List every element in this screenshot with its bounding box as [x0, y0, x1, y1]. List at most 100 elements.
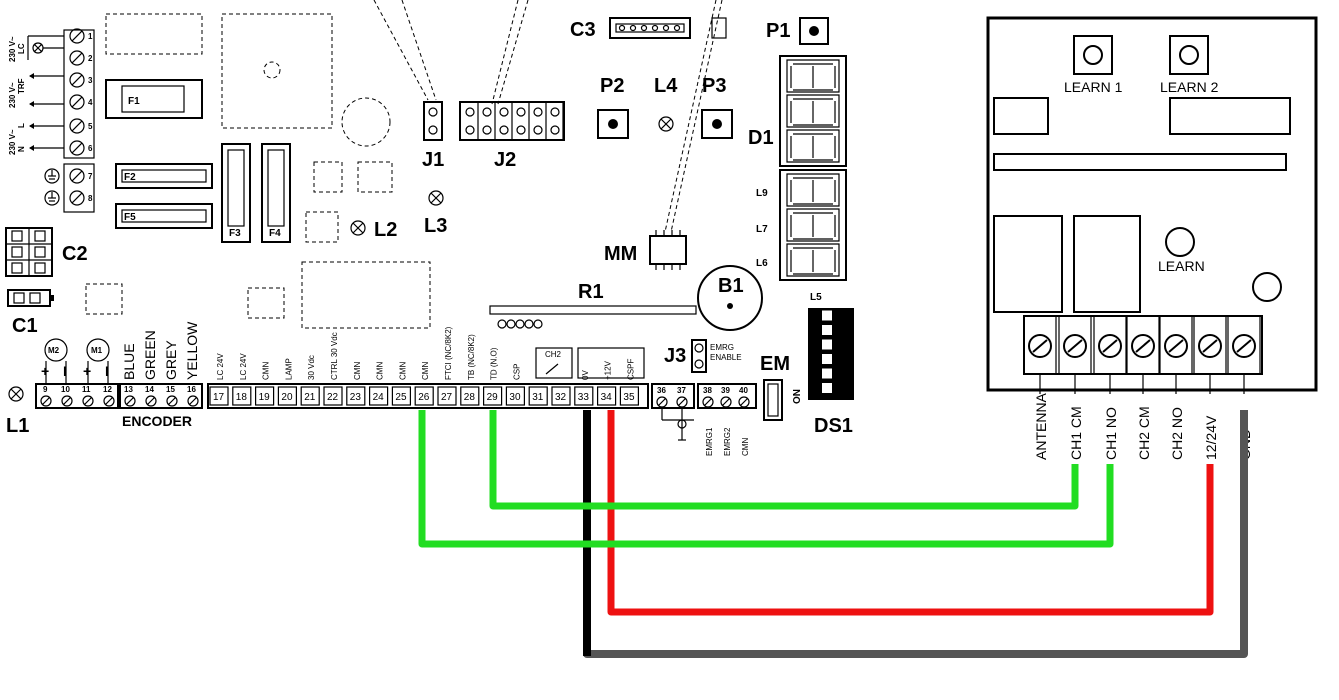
- jumper-j3: J3 EMRG ENABLE: [664, 339, 742, 373]
- screw-terminal: [676, 396, 688, 408]
- terminal-number: 32: [555, 392, 567, 403]
- wiring: [418, 410, 1248, 658]
- terminal-label: +12V: [604, 360, 613, 380]
- terminal-number: 26: [418, 392, 430, 403]
- svg-text:M2: M2: [48, 346, 60, 355]
- svg-text:L3: L3: [424, 215, 447, 237]
- screw-terminal: [145, 395, 157, 407]
- receiver-terminal-label: 12/24V: [1203, 415, 1219, 460]
- terminal-number: 39: [721, 386, 730, 395]
- dashed-leader-lines: [373, 0, 723, 233]
- radio-receiver: LEARN 1 LEARN 2 LEARN: [986, 16, 1318, 392]
- led-l3: L3: [424, 190, 447, 237]
- svg-text:230 V~: 230 V~: [8, 82, 17, 108]
- screw-terminal: [720, 396, 732, 408]
- fuse-f5: F5: [115, 203, 213, 229]
- terminal-number: 37: [677, 386, 686, 395]
- dip-number: 2: [840, 370, 846, 381]
- buzzer-b1: B1: [697, 265, 763, 331]
- terminal-number: 29: [487, 392, 499, 403]
- receiver-terminal-label: CH2 CM: [1136, 406, 1152, 460]
- svg-text:I: I: [105, 363, 109, 379]
- screw-terminal: [69, 190, 85, 206]
- screw-terminal: [738, 396, 750, 408]
- terminal-label: LC 24V: [239, 353, 248, 380]
- led-l4: L4: [654, 75, 678, 132]
- memory-module-mm: MM: [604, 230, 687, 270]
- receiver-terminal-label: CH2 NO: [1169, 407, 1185, 460]
- terminal-cell: [483, 386, 503, 406]
- svg-text:L9: L9: [756, 188, 768, 199]
- connector-c2: C2: [5, 227, 88, 277]
- terminal-cell: [232, 386, 252, 406]
- svg-text:R1: R1: [578, 281, 604, 303]
- terminal-label: TB (NC/8K2): [467, 334, 476, 380]
- button-p1: P1: [766, 17, 829, 45]
- svg-text:J1: J1: [422, 149, 444, 171]
- svg-text:D1: D1: [748, 127, 774, 149]
- svg-text:+: +: [41, 363, 49, 379]
- receiver-terminal-label: CH1 CM: [1068, 406, 1084, 460]
- screw-terminal: [82, 395, 94, 407]
- display-d1: D1: [748, 55, 847, 167]
- terminal-number: 22: [327, 392, 339, 403]
- terminal-cell: [391, 386, 411, 406]
- svg-text:M1: M1: [91, 346, 103, 355]
- encoder-wire-label: BLUE: [121, 343, 137, 380]
- relay-strip-r1: R1: [489, 281, 697, 329]
- terminal-label: CMN: [741, 438, 750, 456]
- svg-text:P3: P3: [702, 75, 726, 97]
- svg-text:DS1: DS1: [814, 415, 853, 437]
- terminal-cell: [574, 386, 594, 406]
- supply-labels: 230 V~ LC 230 V~ TRF 230 V~ L N: [8, 35, 64, 206]
- terminal-label: CSPF: [626, 359, 635, 380]
- screw-terminal: [69, 94, 85, 110]
- screw-terminal: [124, 395, 136, 407]
- dip-number: 4: [840, 341, 846, 352]
- terminal-number: 1: [88, 32, 93, 41]
- terminal-cell: [323, 386, 343, 406]
- terminal-label: CMN: [262, 362, 271, 380]
- svg-text:ENABLE: ENABLE: [710, 353, 742, 362]
- terminal-label: 0V: [581, 370, 590, 380]
- svg-text:J3: J3: [664, 345, 686, 367]
- terminal-number: 15: [166, 385, 175, 394]
- screw-terminal: [166, 395, 178, 407]
- screw-terminal: [103, 395, 115, 407]
- led-l2: L2: [350, 219, 397, 241]
- svg-text:230 V~: 230 V~: [8, 36, 17, 62]
- terminal-number: 14: [145, 385, 154, 394]
- svg-text:F1: F1: [128, 96, 140, 107]
- terminal-label: LAMP: [284, 358, 293, 380]
- svg-text:L: L: [17, 123, 26, 128]
- screw-terminal: [69, 168, 85, 184]
- motor-m1: M1 + I: [83, 338, 110, 384]
- dip-number: 6: [840, 312, 846, 323]
- jumper-j2: J2: [459, 101, 565, 171]
- svg-text:J2: J2: [494, 149, 516, 171]
- svg-text:ENCODER: ENCODER: [122, 413, 192, 429]
- terminal-number: 17: [213, 392, 225, 403]
- screw-terminal: [656, 396, 668, 408]
- terminal-number: 8: [88, 194, 93, 203]
- svg-text:F3: F3: [229, 228, 241, 239]
- terminal-label: EMRG2: [723, 427, 732, 456]
- terminal-cell: [277, 386, 297, 406]
- screw-terminal: [187, 395, 199, 407]
- svg-text:MM: MM: [604, 243, 637, 265]
- terminal-label: CTRL 30 Vdc: [330, 332, 339, 380]
- terminal-label: CMN: [421, 362, 430, 380]
- receiver-screw-terminal: [1028, 334, 1052, 358]
- terminal-cell: [551, 386, 571, 406]
- encoder-wire-label: GREEN: [142, 330, 158, 380]
- fuse-f3: F3: [221, 143, 251, 243]
- dip-number: 5: [840, 326, 846, 337]
- svg-text:F2: F2: [124, 172, 136, 183]
- terminal-cell: [369, 386, 389, 406]
- terminal-cell: [596, 386, 617, 406]
- terminal-number: 10: [61, 385, 70, 394]
- svg-text:ON: ON: [792, 389, 803, 404]
